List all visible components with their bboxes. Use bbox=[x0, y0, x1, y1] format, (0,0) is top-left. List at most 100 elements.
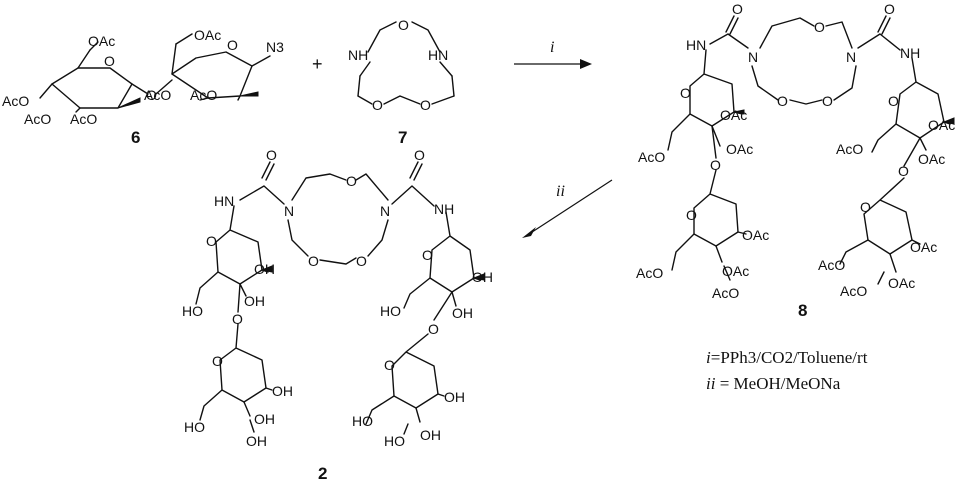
label-oac: OAc bbox=[910, 239, 937, 255]
wedge-bond bbox=[472, 273, 485, 281]
condition-tag-i: i bbox=[706, 348, 711, 367]
label-oh: OH bbox=[420, 427, 441, 443]
label-ho: HO bbox=[384, 433, 405, 449]
label-aco: AcO bbox=[818, 257, 845, 273]
label-aco: AcO bbox=[712, 285, 739, 301]
label-o: O bbox=[732, 1, 743, 17]
label-o: O bbox=[822, 93, 833, 109]
compound-label-7: 7 bbox=[398, 128, 407, 147]
reaction-arrow-ii bbox=[522, 179, 613, 238]
label-nh: NH bbox=[348, 47, 368, 63]
label-o: O bbox=[414, 147, 425, 163]
compound-label-2: 2 bbox=[318, 464, 327, 483]
label-o: O bbox=[884, 1, 895, 17]
wedge-bond bbox=[239, 91, 259, 97]
label-o: O bbox=[710, 157, 721, 173]
label-ho: HO bbox=[380, 303, 401, 319]
label-o: O bbox=[428, 321, 439, 337]
condition-text-ii: = MeOH/MeONa bbox=[715, 374, 841, 393]
label-aco: AcO bbox=[836, 141, 863, 157]
reaction-arrow-i bbox=[514, 59, 592, 69]
label-o: O bbox=[860, 199, 871, 215]
label-nh: NH bbox=[900, 45, 920, 61]
label-o: O bbox=[398, 17, 409, 33]
label-oh: OH bbox=[246, 433, 267, 449]
label-ho: HO bbox=[182, 303, 203, 319]
label-oh: OH bbox=[272, 383, 293, 399]
arrowhead bbox=[580, 59, 592, 69]
wedge-bond bbox=[117, 97, 141, 109]
label-oac: OAc bbox=[88, 33, 115, 49]
label-oac: OAc bbox=[888, 275, 915, 291]
label-aco: AcO bbox=[2, 93, 29, 109]
label-oac: OAc bbox=[194, 27, 221, 43]
label-ho: HO bbox=[184, 419, 205, 435]
wedge-bond bbox=[733, 109, 745, 115]
label-aco: AcO bbox=[636, 265, 663, 281]
label-aco: AcO bbox=[840, 283, 867, 299]
label-o: O bbox=[356, 253, 367, 269]
label-o: O bbox=[266, 147, 277, 163]
compound-label-8: 8 bbox=[798, 301, 807, 320]
label-n: N bbox=[846, 49, 856, 65]
compound-7-structure: O NH HN O O bbox=[348, 17, 455, 113]
label-aco: AcO bbox=[70, 111, 97, 127]
label-o: O bbox=[777, 93, 788, 109]
label-oac: OAc bbox=[918, 151, 945, 167]
step-label-i: i bbox=[550, 39, 554, 56]
compound-2-structure: O O HN N O N NH O O O OH HO OH O O OH HO… bbox=[182, 147, 493, 449]
label-oac: OAc bbox=[720, 107, 747, 123]
compound-label-6: 6 bbox=[131, 128, 140, 147]
label-oh: OH bbox=[452, 305, 473, 321]
label-o: O bbox=[898, 163, 909, 179]
label-o: O bbox=[680, 85, 691, 101]
label-o: O bbox=[146, 87, 157, 103]
label-n: N bbox=[748, 49, 758, 65]
label-ho: HO bbox=[352, 413, 373, 429]
label-o: O bbox=[206, 233, 217, 249]
wedge-bond bbox=[942, 117, 955, 125]
label-o: O bbox=[227, 37, 238, 53]
label-aco: AcO bbox=[190, 87, 217, 103]
label-oac: OAc bbox=[928, 117, 955, 133]
label-o: O bbox=[814, 19, 825, 35]
label-o: O bbox=[308, 253, 319, 269]
label-n: N bbox=[380, 203, 390, 219]
label-o: O bbox=[384, 357, 395, 373]
label-o: O bbox=[372, 97, 383, 113]
label-o: O bbox=[104, 53, 115, 69]
label-aco: AcO bbox=[24, 111, 51, 127]
arrowhead bbox=[522, 227, 540, 238]
label-oac: OAc bbox=[722, 263, 749, 279]
condition-text-i: =PPh3/CO2/Toluene/rt bbox=[710, 348, 868, 367]
conditions-line-i: i=PPh3/CO2/Toluene/rt bbox=[706, 348, 867, 368]
compound-6-structure: OAc O N3 OAc O O AcO AcO AcO AcO AcO bbox=[2, 27, 284, 127]
label-n3: N3 bbox=[266, 39, 284, 55]
label-oac: OAc bbox=[726, 141, 753, 157]
label-o: O bbox=[888, 93, 899, 109]
label-aco: AcO bbox=[144, 87, 171, 103]
label-o: O bbox=[422, 247, 433, 263]
label-oh: OH bbox=[444, 389, 465, 405]
label-o: O bbox=[346, 173, 357, 189]
conditions-line-ii: ii = MeOH/MeONa bbox=[706, 374, 840, 394]
label-o: O bbox=[686, 207, 697, 223]
label-oh: OH bbox=[472, 269, 493, 285]
compound-8-structure: O O HN N O N NH O O O OAc AcO OAc O O OA… bbox=[636, 1, 955, 301]
label-o: O bbox=[212, 353, 223, 369]
label-aco: AcO bbox=[638, 149, 665, 165]
label-hn: HN bbox=[686, 37, 706, 53]
label-oh: OH bbox=[254, 261, 275, 277]
label-oac: OAc bbox=[742, 227, 769, 243]
label-nh: NH bbox=[434, 201, 454, 217]
plus-sign: + bbox=[312, 54, 323, 74]
step-label-ii: ii bbox=[556, 183, 565, 200]
label-o: O bbox=[420, 97, 431, 113]
label-hn: HN bbox=[428, 47, 448, 63]
label-o: O bbox=[232, 311, 243, 327]
label-oh: OH bbox=[244, 293, 265, 309]
condition-tag-ii: ii bbox=[706, 374, 716, 393]
label-hn: HN bbox=[214, 193, 234, 209]
label-oh: OH bbox=[254, 411, 275, 427]
